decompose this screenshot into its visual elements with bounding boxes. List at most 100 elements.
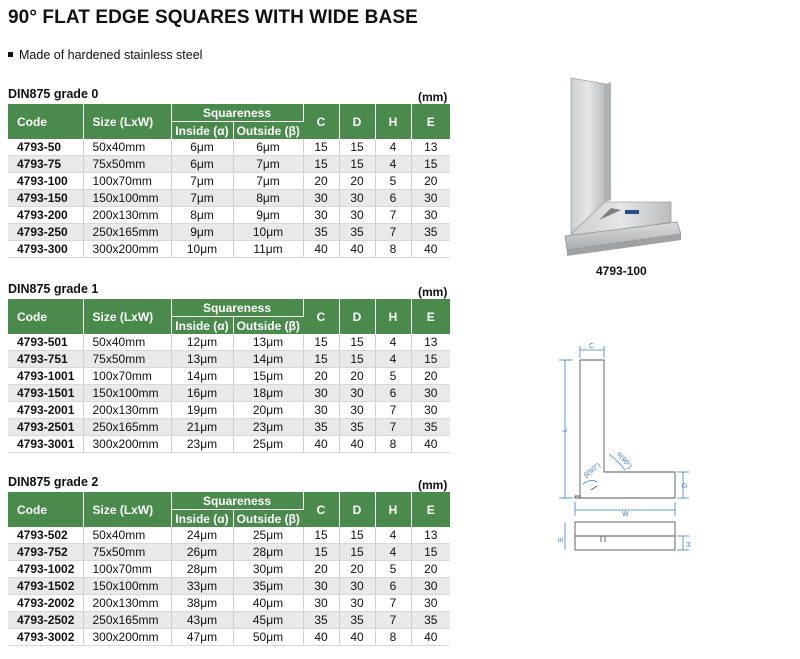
header-outside: Outside (β) (233, 121, 303, 139)
cell-code: 4793-300 (8, 240, 84, 258)
cell-code: 4793-3001 (8, 435, 84, 453)
cell-h: 8 (375, 628, 412, 646)
header-c: C (303, 299, 340, 334)
cell-e: 30 (411, 206, 450, 224)
cell-size: 75x50mm (83, 543, 172, 561)
cell-d: 15 (339, 350, 376, 368)
cell-inside: 13μm (171, 350, 234, 368)
cell-h: 6 (375, 384, 412, 402)
header-inside: Inside (α) (171, 509, 234, 527)
cell-h: 4 (375, 139, 412, 156)
header-d: D (339, 104, 376, 139)
cell-code: 4793-100 (8, 172, 84, 190)
cell-d: 15 (339, 334, 376, 351)
cell-d: 30 (339, 577, 376, 595)
cell-d: 35 (339, 418, 376, 436)
cell-inside: 38μm (171, 594, 234, 612)
cell-inside: 9μm (171, 223, 234, 241)
cell-e: 30 (411, 401, 450, 419)
cell-code: 4793-150 (8, 189, 84, 207)
cell-code: 4793-3002 (8, 628, 84, 646)
grade-0-unit: (mm) (418, 90, 448, 104)
cell-e: 13 (411, 139, 450, 156)
cell-h: 5 (375, 367, 412, 385)
cell-inside: 19μm (171, 401, 234, 419)
cell-e: 15 (411, 350, 450, 368)
cell-code: 4793-250 (8, 223, 84, 241)
cell-c: 15 (303, 334, 340, 351)
cell-h: 7 (375, 401, 412, 419)
cell-inside: 28μm (171, 560, 234, 578)
cell-inside: 7μm (171, 189, 234, 207)
cell-outside: 35μm (233, 577, 304, 595)
cell-size: 150x100mm (83, 189, 172, 207)
cell-outside: 30μm (233, 560, 304, 578)
cell-outside: 10μm (233, 223, 304, 241)
cell-e: 13 (411, 334, 450, 351)
cell-d: 30 (339, 206, 376, 224)
cell-d: 20 (339, 367, 376, 385)
cell-c: 30 (303, 594, 340, 612)
feature-text: Made of hardened stainless steel (19, 48, 203, 62)
header-d: D (339, 492, 376, 527)
cell-outside: 28μm (233, 543, 304, 561)
cell-inside: 33μm (171, 577, 234, 595)
cell-c: 15 (303, 139, 340, 156)
grade-1-label: DIN875 grade 1 (8, 282, 99, 296)
header-c: C (303, 104, 340, 139)
cell-size: 200x130mm (83, 401, 172, 419)
cell-e: 15 (411, 543, 450, 561)
cell-code: 4793-1501 (8, 384, 84, 402)
cell-e: 40 (411, 628, 450, 646)
cell-outside: 18μm (233, 384, 304, 402)
cell-h: 7 (375, 223, 412, 241)
header-squareness: Squareness (171, 104, 304, 122)
cell-inside: 14μm (171, 367, 234, 385)
cell-h: 7 (375, 206, 412, 224)
cell-inside: 16μm (171, 384, 234, 402)
cell-e: 30 (411, 384, 450, 402)
cell-c: 40 (303, 628, 340, 646)
cell-inside: 26μm (171, 543, 234, 561)
page-title: 90° FLAT EDGE SQUARES WITH WIDE BASE (8, 7, 418, 28)
cell-code: 4793-751 (8, 350, 84, 368)
header-inside: Inside (α) (171, 316, 234, 334)
cell-inside: 21μm (171, 418, 234, 436)
cell-inside: 7μm (171, 172, 234, 190)
cell-size: 300x200mm (83, 628, 172, 646)
cell-code: 4793-2502 (8, 611, 84, 629)
cell-inside: 43μm (171, 611, 234, 629)
dimension-diagram: C L α(90°) β(90°) D W E H (558, 343, 693, 551)
cell-size: 50x40mm (83, 527, 172, 544)
cell-size: 100x70mm (83, 560, 172, 578)
header-code: Code (8, 492, 84, 527)
cell-size: 200x130mm (83, 206, 172, 224)
product-photo (564, 77, 682, 256)
cell-inside: 8μm (171, 206, 234, 224)
cell-h: 4 (375, 527, 412, 544)
cell-e: 30 (411, 577, 450, 595)
header-squareness: Squareness (171, 492, 304, 510)
cell-outside: 50μm (233, 628, 304, 646)
cell-d: 15 (339, 527, 376, 544)
header-h: H (375, 299, 412, 334)
cell-outside: 20μm (233, 401, 304, 419)
cell-h: 8 (375, 435, 412, 453)
cell-size: 75x50mm (83, 350, 172, 368)
cell-h: 7 (375, 418, 412, 436)
cell-d: 30 (339, 594, 376, 612)
cell-outside: 11μm (233, 240, 304, 258)
cell-h: 4 (375, 334, 412, 351)
cell-d: 15 (339, 543, 376, 561)
cell-code: 4793-501 (8, 334, 84, 351)
